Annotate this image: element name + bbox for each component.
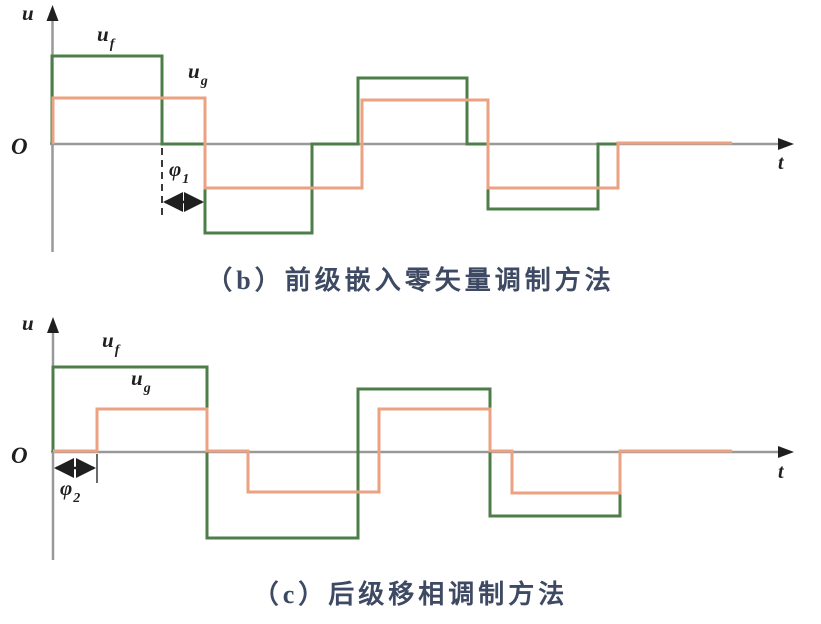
panel-b-origin-label: O	[11, 134, 28, 159]
panel-b-x-axis-label: t	[778, 152, 784, 174]
panel-b-axes	[46, 5, 794, 252]
panel-c-y-axis-arrowhead	[47, 317, 59, 333]
panel-b-uf-label: uf	[97, 22, 115, 53]
panel-c-ug-waveform	[53, 407, 732, 495]
panel-b-y-axis-arrowhead	[46, 5, 59, 21]
panel-b-ug-waveform	[51, 96, 732, 190]
panel-c-origin-label: O	[11, 443, 28, 468]
panel-c-axes	[47, 317, 794, 560]
panel-b-caption: （b）前级嵌入零矢量调制方法	[206, 266, 615, 295]
panel-c-uf-waveform	[51, 365, 622, 540]
panel-b-ug-label: ug	[188, 59, 208, 90]
panel-b-x-axis-arrowhead	[778, 138, 794, 150]
panel-c-ug-label: ug	[131, 366, 151, 397]
panel-b-uf-waveform	[50, 54, 618, 235]
panel-b-phase-annotation	[161, 148, 204, 218]
panel-b-y-axis-label: u	[22, 1, 34, 25]
panel-c-caption: （c）后级移相调制方法	[252, 580, 569, 609]
panel-c-phase-label: φ2	[60, 476, 81, 507]
panel-c-phase-annotation	[54, 454, 98, 483]
panel-c-x-axis-label: t	[778, 461, 784, 483]
panel-b-phase-label: φ1	[169, 157, 190, 188]
panel-c-y-axis-label: u	[22, 311, 34, 335]
panel-c-uf-label: uf	[102, 328, 120, 359]
panel-c-x-axis-arrowhead	[778, 446, 794, 458]
